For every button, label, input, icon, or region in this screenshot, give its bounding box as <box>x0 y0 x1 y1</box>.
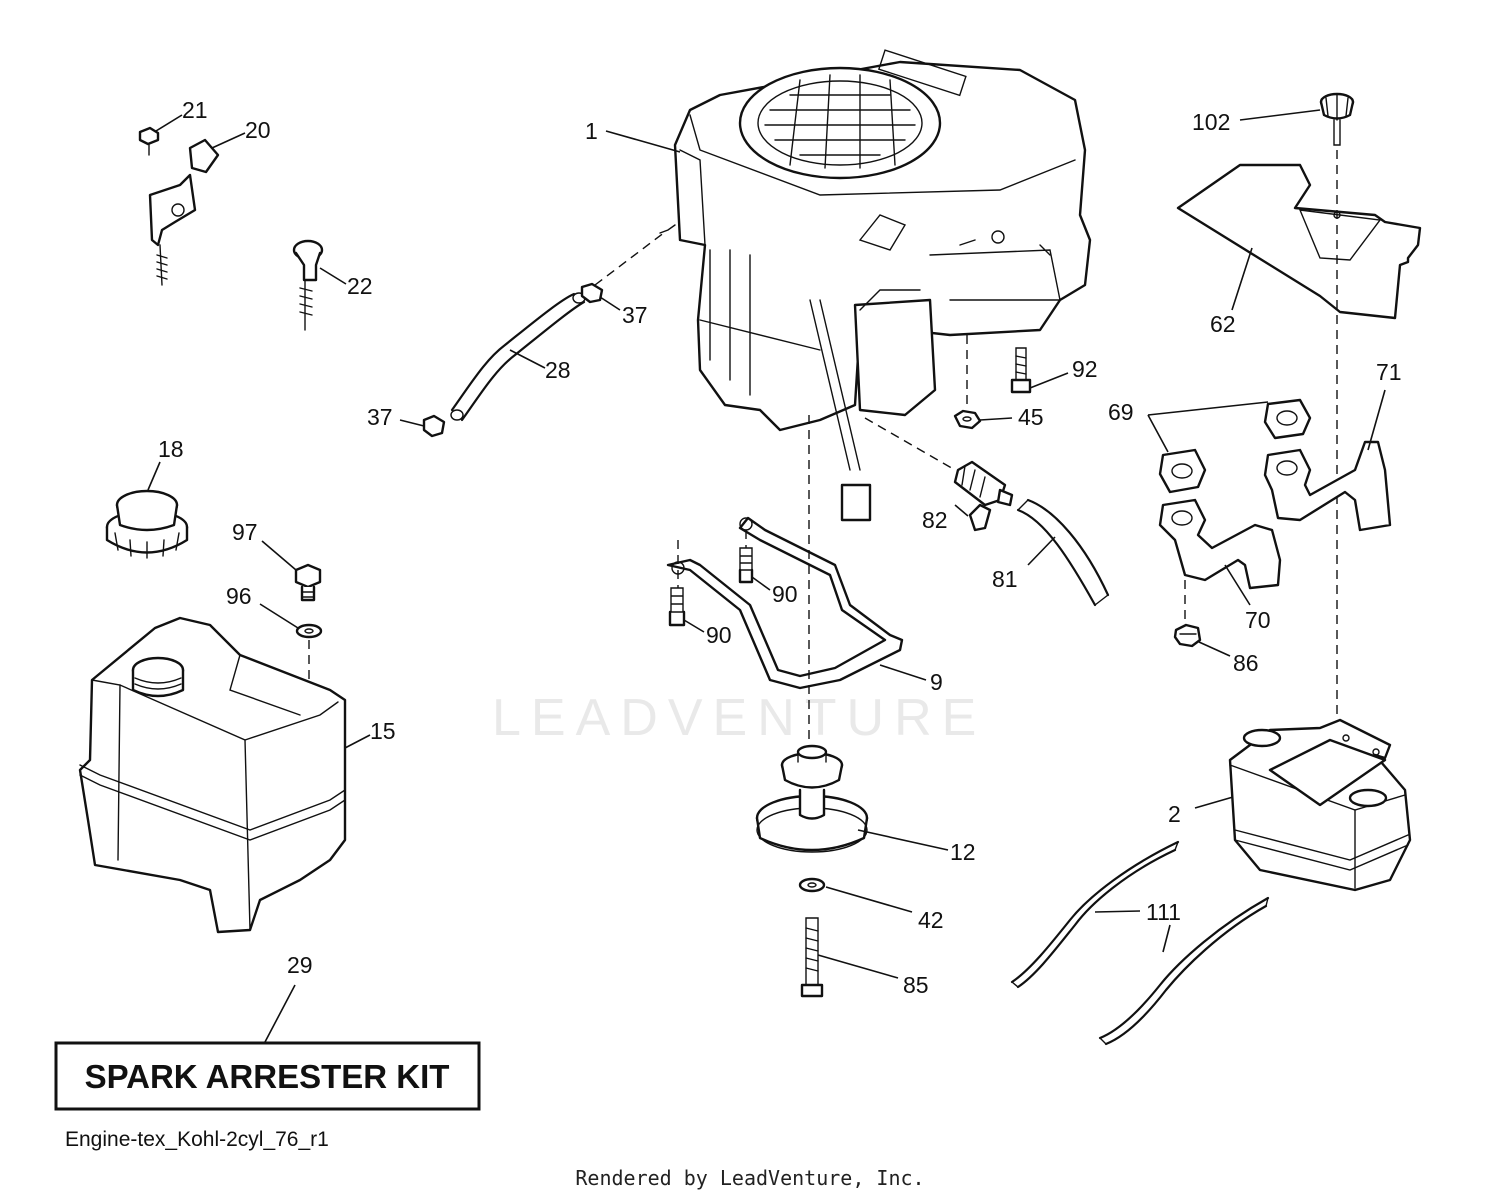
fuel-hose-part-28[interactable] <box>450 292 586 422</box>
leader-20 <box>211 132 246 149</box>
bolt-part-85[interactable] <box>800 917 824 998</box>
fuel-hose-part-81[interactable] <box>1016 498 1110 607</box>
callout-29[interactable]: 29 <box>287 952 313 978</box>
spark-arrester-kit-box[interactable] <box>54 1041 481 1111</box>
gasket-part-69a[interactable] <box>1263 398 1312 440</box>
callout-70[interactable]: 70 <box>1245 607 1271 633</box>
spark-arrester-kit-label: SPARK ARRESTER KIT <box>85 1058 450 1095</box>
callout-102[interactable]: 102 <box>1192 109 1230 135</box>
exhaust-pipe-part-70[interactable] <box>1158 498 1282 590</box>
hose-clamp-part-37a[interactable] <box>580 282 604 304</box>
washer-part-96[interactable] <box>295 623 323 639</box>
hose-clamp-part-37b[interactable] <box>422 414 446 438</box>
throttle-control-part-20[interactable] <box>148 138 220 286</box>
callout-92[interactable]: 92 <box>1072 356 1098 382</box>
nut-part-86[interactable] <box>1173 623 1202 648</box>
leader-2 <box>1194 796 1234 809</box>
muffler-part-2[interactable] <box>1228 718 1412 892</box>
leader-70 <box>1224 564 1251 606</box>
leader-85 <box>817 954 899 979</box>
callout-81[interactable]: 81 <box>992 566 1018 592</box>
leader-90a <box>751 576 771 591</box>
engine-part-1[interactable] <box>659 49 1092 522</box>
callout-2[interactable]: 2 <box>1168 801 1181 827</box>
pulley-part-12[interactable] <box>755 744 869 853</box>
leader-1 <box>605 130 681 153</box>
callout-90b[interactable]: 90 <box>706 622 732 648</box>
leader-62 <box>1231 247 1253 311</box>
callout-82[interactable]: 82 <box>922 507 948 533</box>
leader-86 <box>1198 641 1231 657</box>
leader-111 <box>1094 910 1171 953</box>
leader-71 <box>1367 389 1386 451</box>
leader-37a <box>599 296 621 311</box>
leader-37b <box>399 419 425 427</box>
leader-81 <box>1027 536 1056 566</box>
exhaust-pipe-part-71[interactable] <box>1263 440 1392 532</box>
leader-102 <box>1239 109 1321 121</box>
leader-9 <box>879 664 927 681</box>
leader-28 <box>509 349 546 369</box>
callout-12[interactable]: 12 <box>950 839 976 865</box>
leader-97 <box>261 540 297 571</box>
washer-part-42[interactable] <box>798 877 826 893</box>
callout-71[interactable]: 71 <box>1376 359 1402 385</box>
leader-12 <box>857 829 949 851</box>
leader-45 <box>979 417 1013 421</box>
leader-15 <box>344 734 371 749</box>
callout-37b[interactable]: 37 <box>367 404 393 430</box>
leader-82 <box>954 504 969 517</box>
dash-line-82 <box>864 417 956 471</box>
callout-9[interactable]: 9 <box>930 669 943 695</box>
callout-86[interactable]: 86 <box>1233 650 1259 676</box>
leader-42 <box>825 886 913 913</box>
fuel-cap-part-18[interactable] <box>105 489 189 559</box>
leader-96 <box>259 603 299 629</box>
callout-45[interactable]: 45 <box>1018 404 1044 430</box>
bolt-part-90b[interactable] <box>668 587 686 627</box>
fuel-tank-part-15[interactable] <box>78 616 347 934</box>
callout-111[interactable]: 111 <box>1146 899 1181 925</box>
leader-29 <box>264 984 296 1043</box>
fuel-filter-part-82[interactable] <box>953 460 1014 532</box>
render-credit: Rendered by LeadVenture, Inc. <box>575 1166 924 1190</box>
leader-21 <box>155 114 183 132</box>
leader-90b <box>683 619 705 633</box>
nut-part-45[interactable] <box>953 409 982 430</box>
bolt-part-90a[interactable] <box>738 547 754 584</box>
bolt-part-21[interactable] <box>138 126 160 156</box>
diagram-file-label: Engine-tex_Kohl-2cyl_76_r1 <box>65 1128 329 1151</box>
heat-shield-part-62[interactable] <box>1176 163 1422 320</box>
hose-part-111[interactable] <box>1010 840 1270 1046</box>
callout-62[interactable]: 62 <box>1210 311 1236 337</box>
callout-1[interactable]: 1 <box>585 118 598 144</box>
knob-part-102[interactable] <box>1319 92 1355 146</box>
choke-knob-part-22[interactable] <box>292 239 324 331</box>
callout-96[interactable]: 96 <box>226 583 252 609</box>
leader-69 <box>1147 401 1269 453</box>
leader-22 <box>319 267 347 285</box>
callout-85[interactable]: 85 <box>903 972 929 998</box>
bolt-part-92[interactable] <box>1010 347 1032 394</box>
callout-42[interactable]: 42 <box>918 907 944 933</box>
gasket-part-69b[interactable] <box>1158 448 1207 494</box>
callout-37a[interactable]: 37 <box>622 302 648 328</box>
callout-20[interactable]: 20 <box>245 117 271 143</box>
callout-69[interactable]: 69 <box>1108 399 1134 425</box>
callout-18[interactable]: 18 <box>158 436 184 462</box>
bolt-part-97[interactable] <box>294 563 322 602</box>
callout-22[interactable]: 22 <box>347 273 373 299</box>
callout-15[interactable]: 15 <box>370 718 396 744</box>
leader-18 <box>147 461 161 491</box>
callout-97[interactable]: 97 <box>232 519 258 545</box>
leader-92 <box>1029 372 1069 389</box>
watermark-text: LEADVENTURE <box>492 689 986 747</box>
callout-90a[interactable]: 90 <box>772 581 798 607</box>
dash-line-37a <box>594 231 666 286</box>
callout-28[interactable]: 28 <box>545 357 571 383</box>
callout-21[interactable]: 21 <box>182 97 208 123</box>
